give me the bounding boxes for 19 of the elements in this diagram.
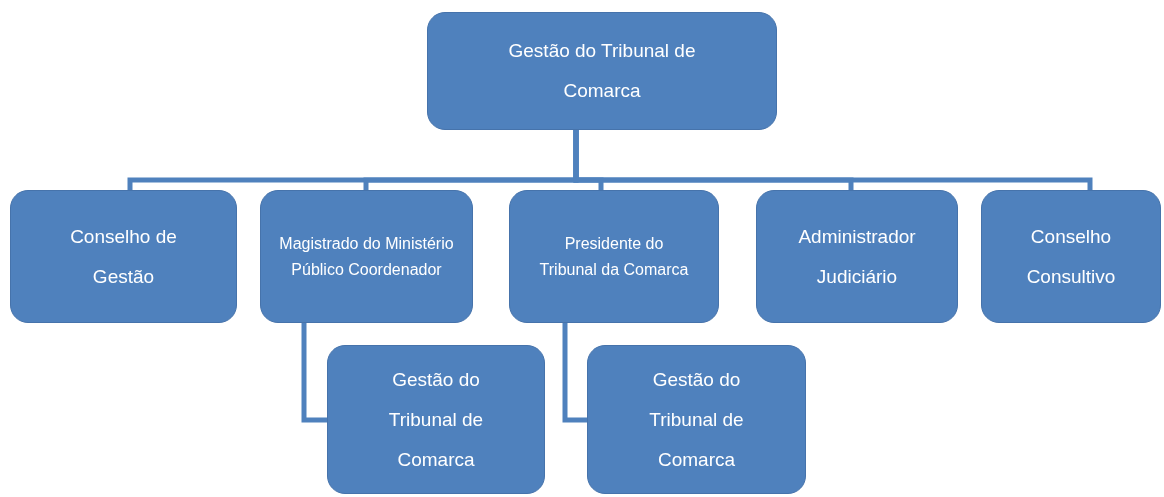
org-box: [10, 190, 237, 323]
connector-line: [562, 323, 587, 423]
org-box: [756, 190, 958, 323]
connector-line: [573, 130, 1093, 190]
box-label: Conselho de Gestão: [69, 224, 178, 289]
org-box: [587, 345, 806, 494]
org-box: [327, 345, 545, 494]
box-label: Magistrado do Ministério Público Coordenador: [278, 233, 455, 280]
box-label: Presidente do Tribunal da Comarca: [539, 233, 689, 280]
box-label: Gestão do Tribunal de Comarca: [648, 367, 745, 472]
box-label: Gestão do Tribunal de Comarca: [387, 367, 485, 472]
org-box: [260, 190, 473, 323]
box-label: Administrador Judiciário: [797, 224, 917, 289]
box-label: Gestão do Tribunal de Comarca: [507, 39, 697, 103]
connector-line: [301, 323, 327, 423]
org-box: [981, 190, 1161, 323]
box-label: Conselho Consultivo: [1025, 224, 1117, 289]
org-box: [509, 190, 719, 323]
org-box: [427, 12, 777, 130]
